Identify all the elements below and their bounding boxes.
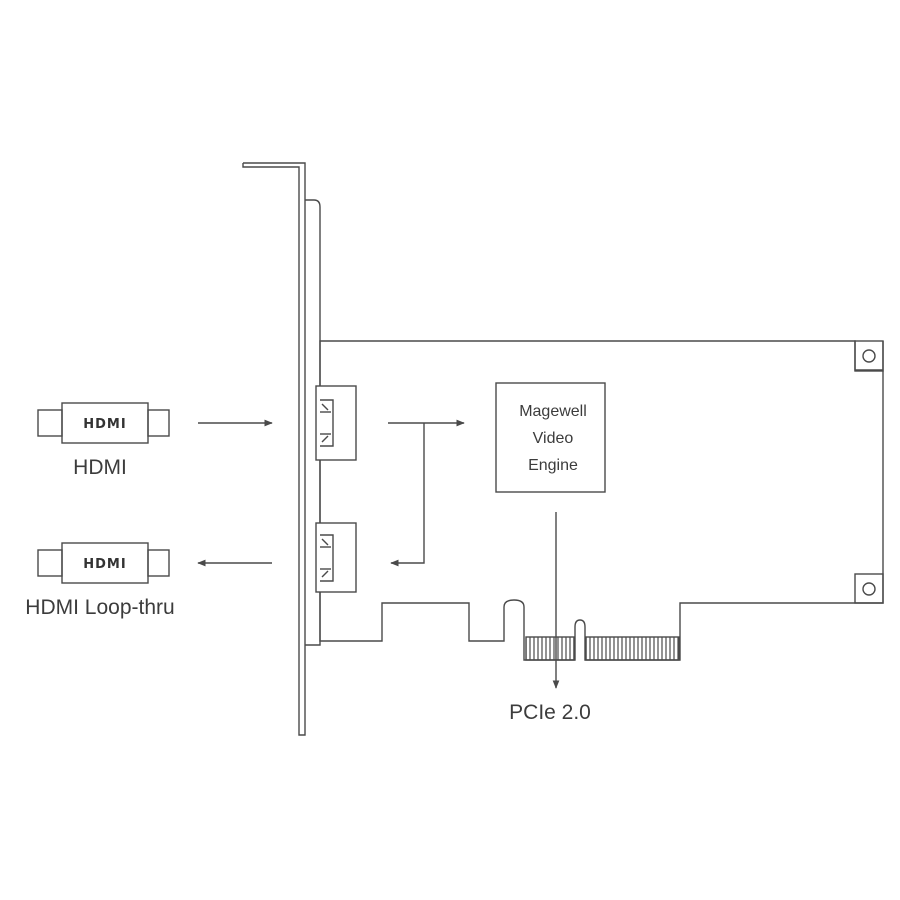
circuit-board	[319, 340, 884, 661]
mount-hole-bottom	[854, 573, 884, 604]
hdmi-port-top	[315, 385, 357, 461]
engine-label-line-2: Video	[533, 430, 574, 447]
hdmi-loopthru-label: HDMI Loop-thru	[25, 596, 174, 619]
hdmi-input-logo: HDMI	[83, 417, 126, 432]
pcie-label: PCIe 2.0	[509, 701, 591, 724]
mount-hole-top	[854, 340, 884, 372]
loopthru-arrow	[390, 423, 425, 567]
mount-hole-top-circle	[862, 349, 876, 363]
hdmi-output-logo: HDMI	[83, 557, 126, 572]
video-engine-box	[495, 382, 606, 493]
pcie-fingers-left	[525, 636, 575, 661]
pcie-bracket	[242, 162, 321, 736]
engine-label-line-1: Magewell	[519, 403, 587, 420]
pcie-fingers-right	[585, 636, 680, 661]
mount-hole-bottom-circle	[862, 582, 876, 596]
hdmi-input-label: HDMI	[73, 456, 127, 479]
engine-label-line-3: Engine	[528, 457, 578, 474]
hdmi-input-connector-icon: HDMI	[37, 402, 170, 444]
hdmi-port-bottom	[315, 522, 357, 593]
hdmi-output-connector-icon: HDMI	[37, 542, 170, 584]
